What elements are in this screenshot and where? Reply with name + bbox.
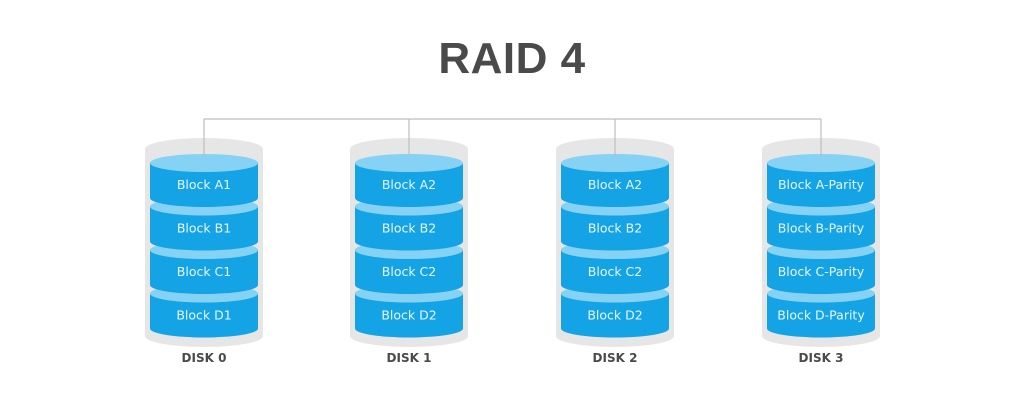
block-side <box>561 206 669 251</box>
block-label: Block A1 <box>177 177 231 192</box>
block-label: Block A2 <box>588 177 642 192</box>
block-label: Block D1 <box>176 308 231 323</box>
disk-label: DISK 1 <box>387 351 432 365</box>
block-label: Block B1 <box>177 221 231 236</box>
disk-label: DISK 2 <box>593 351 638 365</box>
connector-lines <box>203 118 822 157</box>
block-side <box>767 250 875 294</box>
block-side <box>150 206 258 251</box>
block-label: Block A2 <box>382 177 436 192</box>
block-side <box>767 163 875 207</box>
block-cylinder: Block A1 <box>150 154 258 207</box>
block-label: Block B-Parity <box>778 221 865 236</box>
disk-2: Block D2 Block C2 Block B2 Block A2 DISK 2 <box>556 138 674 365</box>
block-top <box>767 154 875 172</box>
disk-1: Block D2 Block C2 Block B2 Block A2 DISK 1 <box>350 138 468 365</box>
disk-label: DISK 0 <box>182 351 227 365</box>
block-label: Block A-Parity <box>778 177 865 192</box>
block-label: Block D2 <box>381 308 436 323</box>
block-top <box>150 154 258 172</box>
block-cylinder: Block A2 <box>561 154 669 207</box>
block-side <box>355 163 463 207</box>
block-top <box>561 154 669 172</box>
block-label: Block C2 <box>382 264 436 279</box>
block-side <box>561 250 669 294</box>
block-label: Block C1 <box>177 264 231 279</box>
block-side <box>150 163 258 207</box>
block-side <box>355 250 463 294</box>
block-cylinder: Block A-Parity <box>767 154 875 207</box>
block-side <box>150 250 258 294</box>
block-side <box>767 206 875 251</box>
block-label: Block D-Parity <box>777 308 865 323</box>
block-top <box>355 154 463 172</box>
disk-3: Block D-Parity Block C-Parity Block B-Pari… <box>762 138 880 365</box>
block-label: Block C2 <box>588 264 642 279</box>
block-side <box>355 206 463 251</box>
disk-label: DISK 3 <box>799 351 844 365</box>
block-side <box>355 293 463 338</box>
block-side <box>561 163 669 207</box>
diagram-title: RAID 4 <box>438 34 586 83</box>
block-cylinder: Block A2 <box>355 154 463 207</box>
block-label: Block C-Parity <box>778 264 865 279</box>
block-side <box>561 293 669 338</box>
block-label: Block B2 <box>588 221 642 236</box>
disk-0: Block D1 Block C1 Block B1 Block A1 DISK 0 <box>145 138 263 365</box>
block-side <box>767 293 875 338</box>
block-label: Block D2 <box>587 308 642 323</box>
block-side <box>150 293 258 338</box>
block-label: Block B2 <box>382 221 436 236</box>
